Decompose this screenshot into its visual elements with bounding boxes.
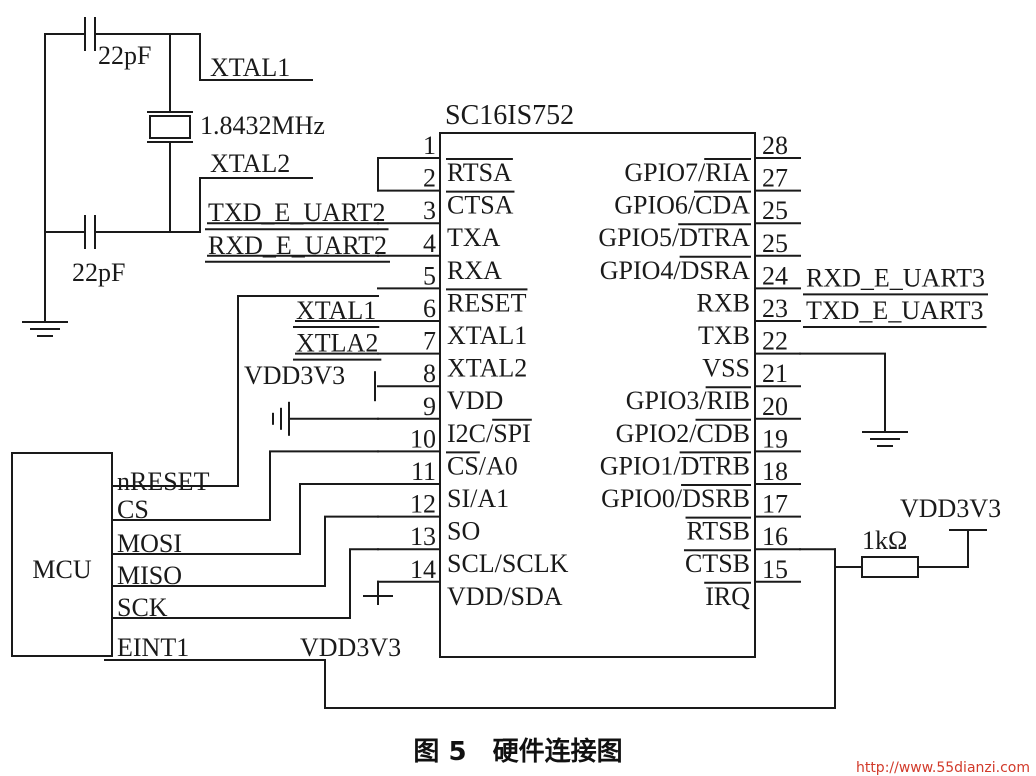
pin-label-gpio6-cda: GPIO6/CDA [614, 191, 750, 220]
pin-number-25: 25 [762, 196, 788, 225]
pin-number-24: 24 [762, 261, 788, 290]
cap-top-label: 22pF [98, 41, 151, 70]
pin-label-si-a1: SI/A1 [447, 484, 509, 513]
cap-bottom-label: 22pF [72, 258, 125, 287]
crystal-frequency: 1.8432MHz [200, 111, 325, 140]
pin-number-21: 21 [762, 359, 788, 388]
pin-number-13: 13 [410, 522, 436, 551]
wire-cs [111, 450, 379, 521]
pin-label-rxa: RXA [447, 256, 502, 285]
wire-miso [111, 515, 379, 587]
pin-label-gpio0-dsrb: GPIO0/DSRB [601, 484, 750, 513]
mcu-pin-eint1: EINT1 [117, 633, 189, 662]
pin-label-rtsb: RTSB [687, 517, 750, 546]
wire-irq-eint1 [104, 548, 836, 709]
mcu-pin-sck: SCK [117, 593, 168, 622]
wire-pullup [834, 548, 861, 568]
pin-label-xtal1: XTAL1 [447, 321, 527, 350]
chip-name: SC16IS752 [445, 100, 574, 131]
net-label-xtal1: XTAL1 [296, 296, 376, 325]
pin-label-irq: IRQ [705, 582, 750, 611]
net-label-txd-e-uart2: TXD_E_UART2 [208, 198, 386, 227]
pin-number-3: 3 [423, 196, 436, 225]
pin-label-xtal2: XTAL2 [447, 354, 527, 383]
pin-number-20: 20 [762, 392, 788, 421]
pin-number-22: 22 [762, 327, 788, 356]
pin-number-15: 15 [762, 555, 788, 584]
pin-label-ctsb: CTSB [685, 549, 750, 578]
wire-sck [111, 548, 379, 619]
pin-number-19: 19 [762, 424, 788, 453]
resistor-label: 1kΩ [862, 526, 907, 555]
pin-label-scl-sclk: SCL/SCLK [447, 549, 569, 578]
pin-label-vdd: VDD [447, 386, 503, 415]
pin-label-gpio7-ria: GPIO7/RIA [624, 158, 750, 187]
figure-caption: 图 5 硬件连接图 [413, 737, 622, 767]
wire-nreset [111, 295, 379, 487]
vdd-label-pullup: VDD3V3 [900, 494, 1001, 523]
pin-label-so: SO [447, 517, 480, 546]
pin-number-14: 14 [410, 555, 436, 584]
pin-number-6: 6 [423, 294, 436, 323]
pin-label-reset: RESET [447, 288, 527, 317]
pin-number-27: 27 [762, 164, 788, 193]
mcu-pin-cs: CS [117, 495, 149, 524]
pin-label-gpio1-dtrb: GPIO1/DTRB [600, 451, 750, 480]
pin-number-12: 12 [410, 490, 436, 519]
vdd-label-pin8: VDD3V3 [244, 361, 345, 390]
pin-label-gpio4-dsra: GPIO4/DSRA [600, 256, 750, 285]
pin-label-vdd-sda: VDD/SDA [447, 582, 563, 611]
pin-number-9: 9 [423, 392, 436, 421]
pin-label-cs-a0: CS/A0 [447, 451, 518, 480]
pin-number-16: 16 [762, 522, 788, 551]
crystal-body [149, 115, 191, 139]
vdd-label-pin14: VDD3V3 [300, 633, 401, 662]
pin-number-25: 25 [762, 229, 788, 258]
pin-number-1: 1 [423, 131, 436, 160]
net-label-rxd-e-uart2: RXD_E_UART2 [208, 231, 387, 260]
pin-label-rtsa: RTSA [447, 158, 512, 187]
mcu-pin-mosi: MOSI [117, 529, 182, 558]
pin-number-17: 17 [762, 490, 788, 519]
pin-number-23: 23 [762, 294, 788, 323]
pin-label-gpio3-rib: GPIO3/RIB [626, 386, 750, 415]
pin-number-5: 5 [423, 261, 436, 290]
pin-number-10: 10 [410, 424, 436, 453]
wire-mosi [111, 483, 379, 555]
pin-number-7: 7 [423, 327, 436, 356]
net-label-xtal2-crystal: XTAL2 [210, 149, 290, 178]
pin-number-18: 18 [762, 457, 788, 486]
wires [11, 17, 988, 709]
pin-number-4: 4 [423, 229, 436, 258]
net-label-xtla2: XTLA2 [296, 329, 378, 358]
pin-label-i2c-spi: I2C/SPI [447, 419, 531, 448]
resistor-1k [861, 556, 919, 578]
pin-label-gpio2-cdb: GPIO2/CDB [616, 419, 750, 448]
mcu-name: MCU [32, 555, 91, 584]
pin-label-rxb: RXB [697, 288, 750, 317]
pin-number-2: 2 [423, 164, 436, 193]
pin-number-28: 28 [762, 131, 788, 160]
pin-label-txb: TXB [698, 321, 750, 350]
pin-label-txa: TXA [447, 223, 501, 252]
pin-number-11: 11 [411, 457, 436, 486]
net-label-rxd-e-uart3: RXD_E_UART3 [806, 263, 985, 292]
ic-body [439, 132, 756, 658]
labels: SC16IS7521RTSA2CTSA3TXA4RXA5RESET6XTAL17… [32, 41, 1030, 776]
pin-label-gpio5-dtra: GPIO5/DTRA [598, 223, 750, 252]
pin-label-vss: VSS [702, 354, 750, 383]
watermark: http://www.55dianzi.com [856, 760, 1030, 776]
net-label-xtal1-crystal: XTAL1 [210, 53, 290, 82]
mcu-pin-nreset: nRESET [117, 467, 210, 496]
pin-number-8: 8 [423, 359, 436, 388]
pin-label-ctsa: CTSA [447, 191, 514, 220]
wire-vss [799, 352, 886, 431]
mcu-pin-miso: MISO [117, 561, 182, 590]
net-label-txd-e-uart3: TXD_E_UART3 [806, 296, 984, 325]
